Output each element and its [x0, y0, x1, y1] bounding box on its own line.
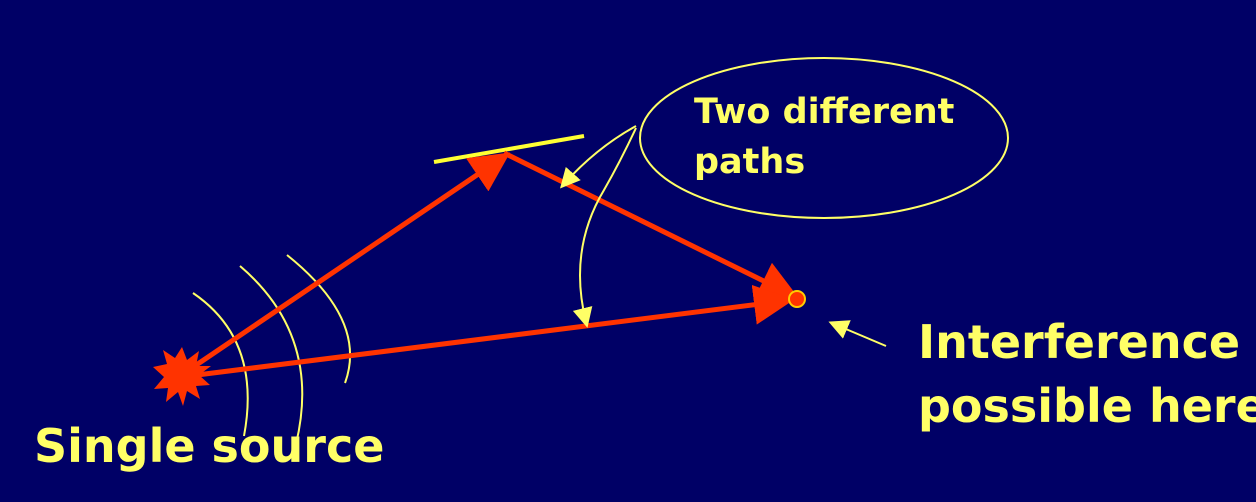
source-label: Single source: [34, 419, 385, 473]
wavefront-arc-3: [286, 254, 352, 384]
mirror: [433, 134, 585, 164]
starburst-icon: [153, 347, 211, 406]
callout-pointer-to-reflected-path: [560, 125, 637, 189]
callout-line-2: paths: [694, 142, 806, 182]
target-pointer: [828, 320, 887, 347]
ray-paths: [181, 150, 799, 378]
wavefront-arc-1: [192, 292, 249, 437]
callout-line-1: Two different: [694, 92, 955, 132]
callout-pointer-to-direct-path: [572, 127, 637, 328]
interference-label: Interference possible here: [918, 310, 1256, 438]
ray-mirror-to-target: [502, 150, 799, 299]
ray-source-to-target: [196, 284, 794, 378]
wavefront-arc-2: [239, 265, 304, 445]
ray-source-to-mirror: [181, 152, 511, 377]
interference-line-1: Interference: [918, 315, 1241, 369]
callout-bubble: [639, 57, 1009, 219]
dot-icon: [788, 290, 806, 308]
wavefronts: [192, 254, 352, 445]
callout-text: Two different paths: [694, 87, 954, 187]
interference-line-2: possible here: [918, 379, 1256, 433]
